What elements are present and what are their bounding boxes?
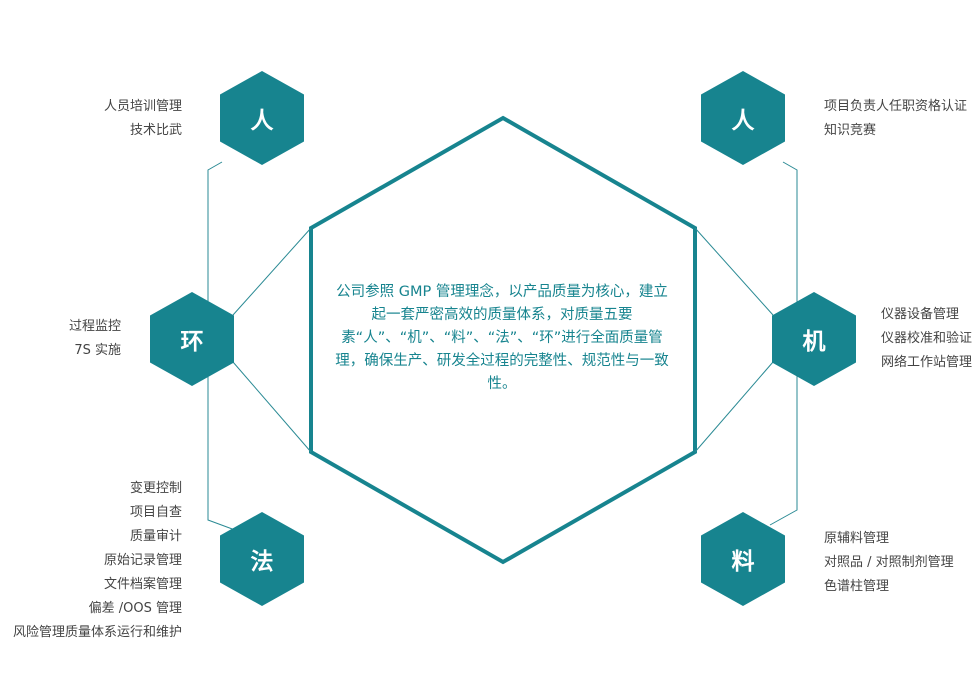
hexagon-shape (150, 292, 234, 386)
note-item: 人员培训管理 (103, 99, 182, 114)
notes-machine: 仪器设备管理 仪器校准和验证 网络工作站管理 (881, 303, 972, 375)
note-item: 过程监控 (68, 319, 121, 334)
note-item: 质量审计 (129, 529, 182, 544)
line-mach-lower (694, 361, 774, 453)
line-right-lower (769, 338, 798, 526)
notes-method: 变更控制 项目自查 质量审计 原始记录管理 文件档案管理 偏差 /OOS 管理 … (13, 477, 182, 645)
note-item: 项目自查 (129, 505, 182, 520)
note-item: 知识竞赛 (824, 123, 877, 138)
note-item: 7S 实施 (74, 343, 121, 358)
note-item: 项目负责人任职资格认证 (824, 99, 968, 114)
note-item: 对照品 / 对照制剂管理 (824, 555, 954, 570)
line-mach-upper (694, 227, 774, 316)
notes-material: 原辅料管理 对照品 / 对照制剂管理 色谱柱管理 (824, 527, 954, 599)
notes-environment: 过程监控 7S 实施 (69, 315, 121, 363)
note-item: 偏差 /OOS 管理 (88, 601, 182, 616)
node-label: 机 (802, 329, 826, 355)
line-right-upper (782, 161, 798, 338)
notes-people-right: 项目负责人任职资格认证 知识竞赛 (824, 95, 967, 143)
hexagon-shape (772, 292, 856, 386)
node-environment: 环 (150, 292, 234, 386)
node-label: 人 (250, 108, 274, 134)
note-item: 文件档案管理 (103, 577, 182, 592)
node-label: 环 (180, 329, 204, 355)
note-item: 色谱柱管理 (824, 579, 890, 594)
line-env-lower (232, 361, 312, 453)
node-material: 料 (701, 512, 785, 606)
node-label: 料 (731, 549, 755, 575)
center-description: 公司参照 GMP 管理理念，以产品质量为核心，建立起一套严密高效的质量体系，对质… (335, 284, 669, 392)
node-label: 人 (731, 108, 755, 134)
node-machine: 机 (772, 292, 856, 386)
note-item: 原始记录管理 (103, 553, 182, 568)
note-item: 仪器设备管理 (881, 307, 960, 322)
note-item: 网络工作站管理 (881, 355, 973, 370)
hexagon-shape (220, 71, 304, 165)
line-env-upper (232, 227, 312, 316)
line-left-upper (207, 161, 223, 338)
note-item: 仪器校准和验证 (881, 331, 973, 346)
notes-people-left: 人员培训管理 技术比武 (104, 95, 182, 143)
node-people-right: 人 (701, 71, 785, 165)
node-people-left: 人 (220, 71, 304, 165)
note-item: 风险管理质量体系运行和维护 (12, 625, 182, 640)
note-item: 原辅料管理 (824, 531, 890, 546)
line-left-lower (207, 338, 236, 531)
note-item: 技术比武 (129, 123, 182, 138)
note-item: 变更控制 (129, 481, 182, 496)
node-method: 法 (220, 512, 304, 606)
hexagon-shape (701, 71, 785, 165)
hexagon-shape (220, 512, 304, 606)
hexagon-shape (701, 512, 785, 606)
node-label: 法 (250, 549, 274, 575)
